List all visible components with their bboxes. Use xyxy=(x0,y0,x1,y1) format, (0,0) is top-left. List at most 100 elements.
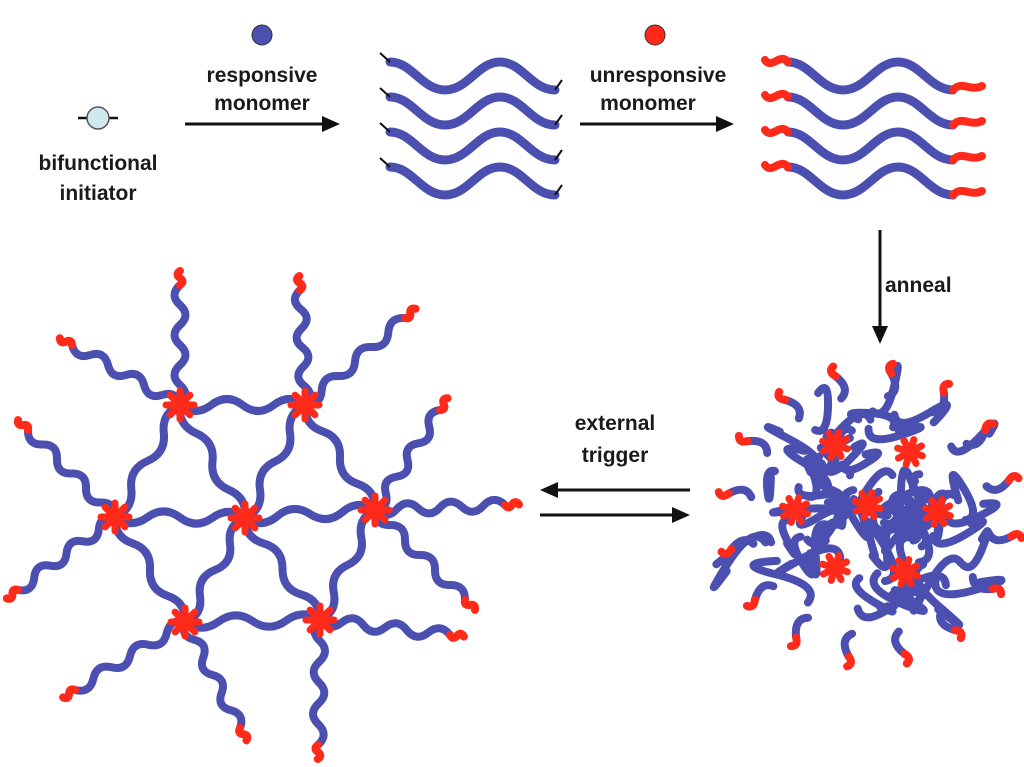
micelle-red-tip xyxy=(843,652,855,671)
red-crosslink-node xyxy=(227,500,263,536)
micelle-coil xyxy=(902,470,930,517)
network-bridge xyxy=(175,401,250,522)
network-red-tip xyxy=(436,394,452,414)
network-bridge xyxy=(176,395,309,415)
network-bridge xyxy=(241,501,379,527)
micelle-coil xyxy=(763,466,779,503)
block-copolymer-chain xyxy=(783,57,958,95)
micelle-coil xyxy=(851,574,897,616)
red-end-left xyxy=(761,54,792,68)
micelle-red-tip xyxy=(717,545,736,558)
micelle-red-core xyxy=(894,436,926,468)
micelle-coil xyxy=(709,532,770,592)
red-crosslink-node xyxy=(302,602,338,638)
arrow-2 xyxy=(580,116,734,132)
micelle-red-tip xyxy=(1004,472,1023,485)
micelle-red-core xyxy=(819,429,851,461)
micelle-red-core xyxy=(889,556,921,588)
network-arm xyxy=(170,281,190,409)
micelle-red-tip xyxy=(988,584,1006,599)
network-red-tip xyxy=(446,629,468,642)
initiator-end xyxy=(554,79,563,91)
micelle-red-tip xyxy=(1007,530,1024,542)
network-red-tip xyxy=(2,585,22,603)
trigger-label-line1: external xyxy=(575,412,656,435)
network-arm xyxy=(309,616,329,749)
unresponsive-label-line1: unresponsive xyxy=(590,64,727,87)
micelle-red-tip xyxy=(827,362,840,381)
red-crosslink-node xyxy=(162,387,198,423)
micelle-red-tip xyxy=(742,595,759,611)
micelle-coil xyxy=(929,517,987,548)
arrow-anneal xyxy=(872,230,888,344)
network-arm xyxy=(71,617,189,695)
network-red-tip xyxy=(55,334,76,349)
equilibrium-arrows xyxy=(540,482,690,523)
micelle-red-tip xyxy=(734,431,752,446)
red-end-left xyxy=(761,89,792,103)
network-red-tip xyxy=(13,416,33,434)
block-copolymer-chains xyxy=(379,52,986,200)
network-red-tip xyxy=(293,272,307,294)
micelle-red-core xyxy=(779,494,811,526)
network-red-tip xyxy=(235,724,252,745)
micelle-red-core xyxy=(819,552,851,584)
initiator-end xyxy=(554,114,563,126)
network-bridge xyxy=(300,401,380,514)
micelle-coil xyxy=(783,444,833,498)
network-bridge xyxy=(111,507,249,528)
network-bridge xyxy=(316,506,379,624)
initiator-end xyxy=(554,184,563,196)
red-end-right xyxy=(949,186,986,199)
block-copolymer-chain xyxy=(783,127,958,165)
micelle-coil xyxy=(803,520,832,579)
anneal-label: anneal xyxy=(885,274,952,297)
network-arm xyxy=(24,426,119,521)
network-arm xyxy=(371,495,509,520)
responsive-label-line1: responsive xyxy=(207,64,318,87)
micelle-coil xyxy=(774,544,845,576)
red-crosslink-node xyxy=(167,604,203,640)
network-arm xyxy=(371,406,444,514)
micelle-red-tip xyxy=(774,387,790,404)
micelle-red-core xyxy=(922,496,954,528)
micelle-coil xyxy=(869,569,928,615)
network-arm xyxy=(301,313,409,410)
red-end-left xyxy=(761,159,792,173)
network-arm xyxy=(316,614,454,641)
responsive-chain xyxy=(385,57,560,95)
expanded-network xyxy=(2,267,523,763)
initiator-end xyxy=(379,157,391,168)
initiator-end xyxy=(379,122,391,133)
responsive-label-line2: monomer xyxy=(214,92,310,115)
red-end-left xyxy=(761,124,792,138)
network-arm xyxy=(290,286,315,409)
network-bridge xyxy=(181,514,249,626)
red-end-right xyxy=(949,81,986,94)
initiator-label-line1: bifunctional xyxy=(39,152,158,175)
trigger-label-line2: trigger xyxy=(582,444,649,467)
initiator-end xyxy=(554,149,563,161)
network-red-tip xyxy=(173,267,187,289)
micelle-red-tip xyxy=(900,649,913,668)
micelle-red-tip xyxy=(981,419,998,435)
network-red-tip xyxy=(59,685,79,703)
network-red-tip xyxy=(460,596,480,614)
bifunctional-initiator xyxy=(78,106,118,130)
responsive-chain xyxy=(385,92,560,130)
micelle-coil xyxy=(749,556,815,607)
micelle-red-tip xyxy=(939,379,954,397)
network-bridge xyxy=(181,610,324,632)
network-arm xyxy=(179,618,246,732)
block-copolymer-chain xyxy=(783,162,958,200)
block-copolymer-chain xyxy=(783,92,958,130)
micelle-coil xyxy=(820,439,867,476)
micelle-red-tip xyxy=(786,633,801,651)
responsive-chain xyxy=(385,127,560,165)
unresponsive-monomer-dot xyxy=(644,24,666,46)
network-bridge xyxy=(240,514,325,624)
initiator-end xyxy=(379,52,391,63)
network-arm xyxy=(371,506,469,604)
micelle-red-tip xyxy=(885,359,897,378)
